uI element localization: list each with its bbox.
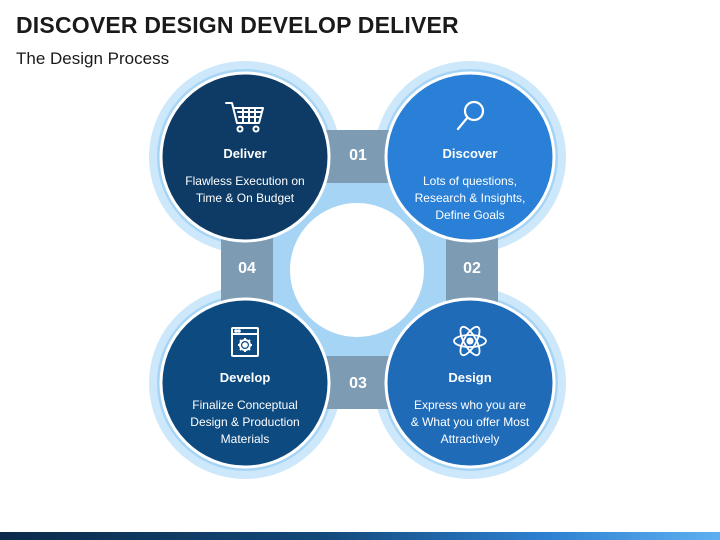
stage-deliver-description: Flawless Execution on Time & On Budget <box>185 174 305 205</box>
discover-circle <box>384 71 556 243</box>
step-number-01: 01 <box>349 147 367 164</box>
stage-deliver: Deliver Flawless Execution on Time & On … <box>170 146 320 207</box>
stage-develop: Develop Finalize Conceptual Design & Pro… <box>170 370 320 448</box>
design-circle <box>384 297 556 469</box>
atom-icon <box>448 323 492 359</box>
stage-develop-name: Develop <box>219 370 271 385</box>
stage-discover-name: Discover <box>442 146 498 161</box>
stage-discover: Discover Lots of questions, Research & I… <box>395 146 545 224</box>
deliver-circle <box>159 71 331 243</box>
connector-bar-01 <box>320 130 395 183</box>
connector-bar-03 <box>320 356 395 409</box>
stage-deliver-name: Deliver <box>223 146 267 161</box>
browser-gear-icon <box>223 325 267 361</box>
step-number-04: 04 <box>238 260 256 277</box>
stage-design: Design Express who you are & What you of… <box>395 370 545 448</box>
bottom-accent-bar <box>0 532 720 540</box>
stage-develop-description: Finalize Conceptual Design & Production … <box>190 398 300 446</box>
shopping-cart-icon <box>223 98 267 134</box>
magnifier-icon <box>448 98 492 134</box>
stage-design-description: Express who you are & What you offer Mos… <box>410 398 530 446</box>
stage-discover-description: Lots of questions, Research & Insights, … <box>414 174 526 222</box>
page-subtitle: The Design Process <box>16 49 170 68</box>
page-title: DISCOVER DESIGN DEVELOP DELIVER <box>16 12 459 38</box>
step-number-03: 03 <box>349 375 367 392</box>
center-hole <box>288 201 426 339</box>
stage-design-name: Design <box>448 370 492 385</box>
step-number-02: 02 <box>463 260 481 277</box>
develop-circle <box>159 297 331 469</box>
